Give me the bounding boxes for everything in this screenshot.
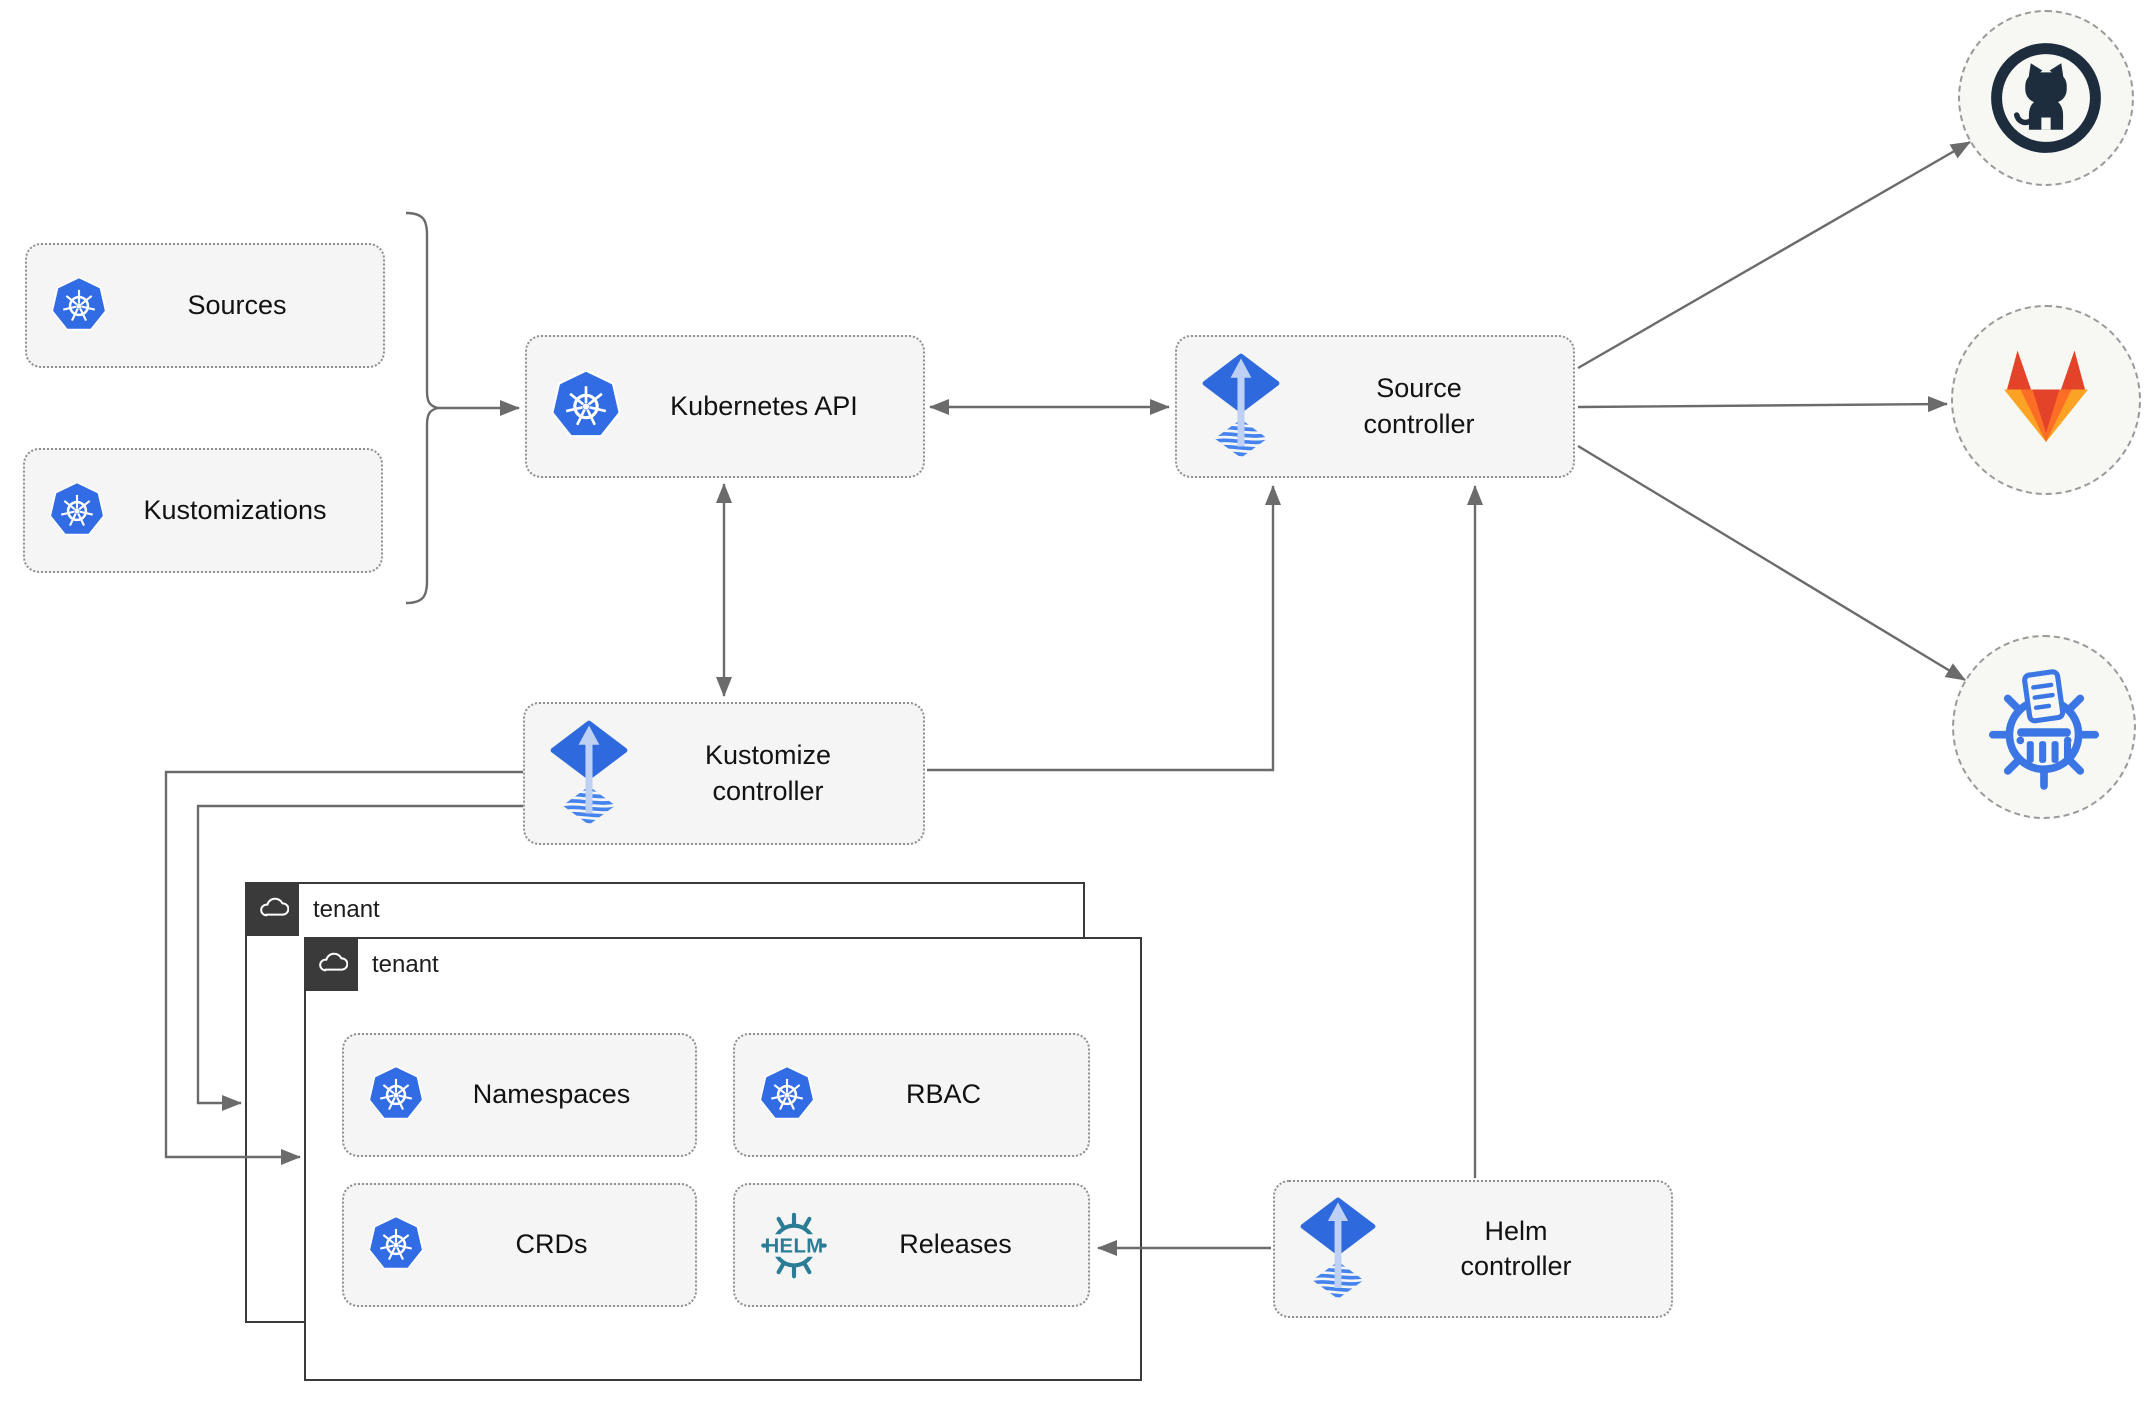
edge-source-gitlab bbox=[1577, 396, 1948, 413]
node-sources: Sources bbox=[25, 243, 385, 368]
node-label: Namespaces bbox=[472, 1079, 631, 1110]
flux-icon bbox=[1299, 1196, 1377, 1302]
tenant-label: tenant bbox=[372, 951, 439, 978]
node-crds: CRDs bbox=[342, 1183, 697, 1307]
flux-icon bbox=[549, 719, 629, 828]
kubernetes-icon bbox=[551, 370, 621, 443]
node-rbac: RBAC bbox=[733, 1033, 1090, 1157]
node-kustomize-controller: Kustomize controller bbox=[523, 702, 925, 845]
cloud-icon bbox=[257, 894, 289, 926]
node-label: Kustomize controller bbox=[704, 740, 832, 806]
group-brace bbox=[405, 211, 439, 605]
node-kubernetes-api: Kubernetes API bbox=[525, 335, 925, 478]
node-label: Source controller bbox=[1363, 373, 1475, 439]
kubernetes-icon bbox=[759, 1066, 815, 1124]
node-label: Releases bbox=[899, 1229, 1012, 1260]
tenant-box-front: tenant bbox=[304, 937, 1142, 1381]
tenant-label: tenant bbox=[313, 896, 380, 923]
gitlab-fox-icon bbox=[1971, 325, 2121, 475]
tenant-header bbox=[306, 939, 358, 991]
node-helm-controller: Helm controller bbox=[1273, 1180, 1673, 1318]
kubernetes-icon bbox=[49, 482, 105, 540]
helm-icon bbox=[749, 1208, 839, 1283]
kubernetes-icon bbox=[51, 277, 107, 335]
chartmuseum-wheel-icon bbox=[1980, 663, 2108, 791]
node-releases: Releases bbox=[733, 1183, 1090, 1307]
node-label: RBAC bbox=[905, 1079, 981, 1110]
kubernetes-icon bbox=[368, 1216, 424, 1274]
kubernetes-icon bbox=[368, 1066, 424, 1124]
node-label: Kustomizations bbox=[143, 494, 327, 525]
edge-source-github bbox=[1577, 140, 1971, 370]
node-label: Kubernetes API bbox=[670, 390, 858, 421]
node-label: Helm controller bbox=[1460, 1215, 1572, 1281]
node-label: CRDs bbox=[515, 1229, 588, 1260]
external-github bbox=[1958, 10, 2134, 186]
github-octocat-icon bbox=[1985, 37, 2107, 159]
cloud-icon bbox=[316, 949, 348, 981]
node-kustomizations: Kustomizations bbox=[23, 448, 383, 573]
external-gitlab bbox=[1951, 305, 2141, 495]
tenant-header bbox=[247, 884, 299, 936]
node-source-controller: Source controller bbox=[1175, 335, 1575, 478]
edge-kustomize-source bbox=[927, 485, 1281, 772]
external-chartmuseum bbox=[1952, 635, 2136, 819]
node-namespaces: Namespaces bbox=[342, 1033, 697, 1157]
node-label: Sources bbox=[187, 289, 287, 320]
flux-icon bbox=[1201, 352, 1281, 461]
edge-source-chartmuseum bbox=[1577, 444, 1966, 682]
